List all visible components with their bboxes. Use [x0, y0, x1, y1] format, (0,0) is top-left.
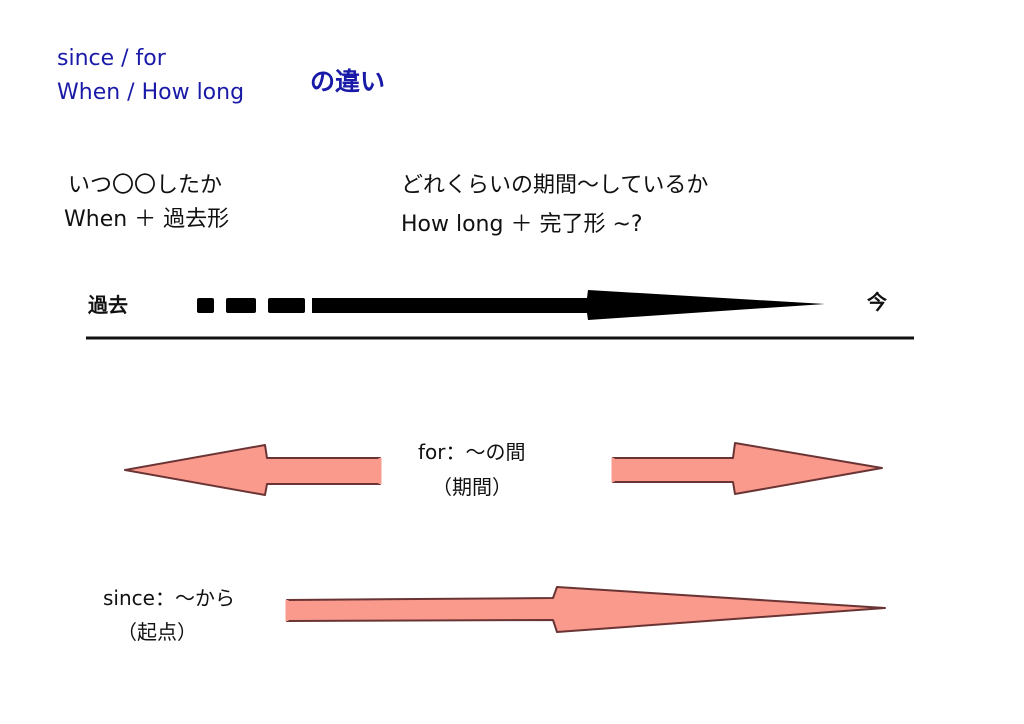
since-label: since：〜から — [103, 586, 235, 610]
title-line-2: When / How long — [57, 80, 245, 105]
timeline-arrow — [197, 290, 825, 320]
title-suffix: の違い — [310, 67, 386, 96]
timeline-start-label: 過去 — [88, 293, 128, 317]
for-sublabel: （期間） — [432, 475, 512, 499]
for-right-arrow — [611, 442, 883, 495]
left-header-line-1: いつ〇〇したか — [68, 173, 223, 198]
right-header-line-1: どれくらいの期間〜しているか — [401, 173, 709, 198]
left-header-line-2: When ＋ 過去形 — [64, 207, 230, 232]
right-header-line-2: How long ＋ 完了形 ~? — [401, 212, 643, 237]
for-left-arrow — [124, 444, 382, 496]
since-sublabel: （起点） — [117, 620, 197, 644]
timeline-end-label: 今 — [867, 290, 887, 314]
for-label: for：〜の間 — [418, 440, 526, 464]
since-arrow — [285, 586, 886, 633]
title-line-1: since / for — [57, 46, 166, 71]
